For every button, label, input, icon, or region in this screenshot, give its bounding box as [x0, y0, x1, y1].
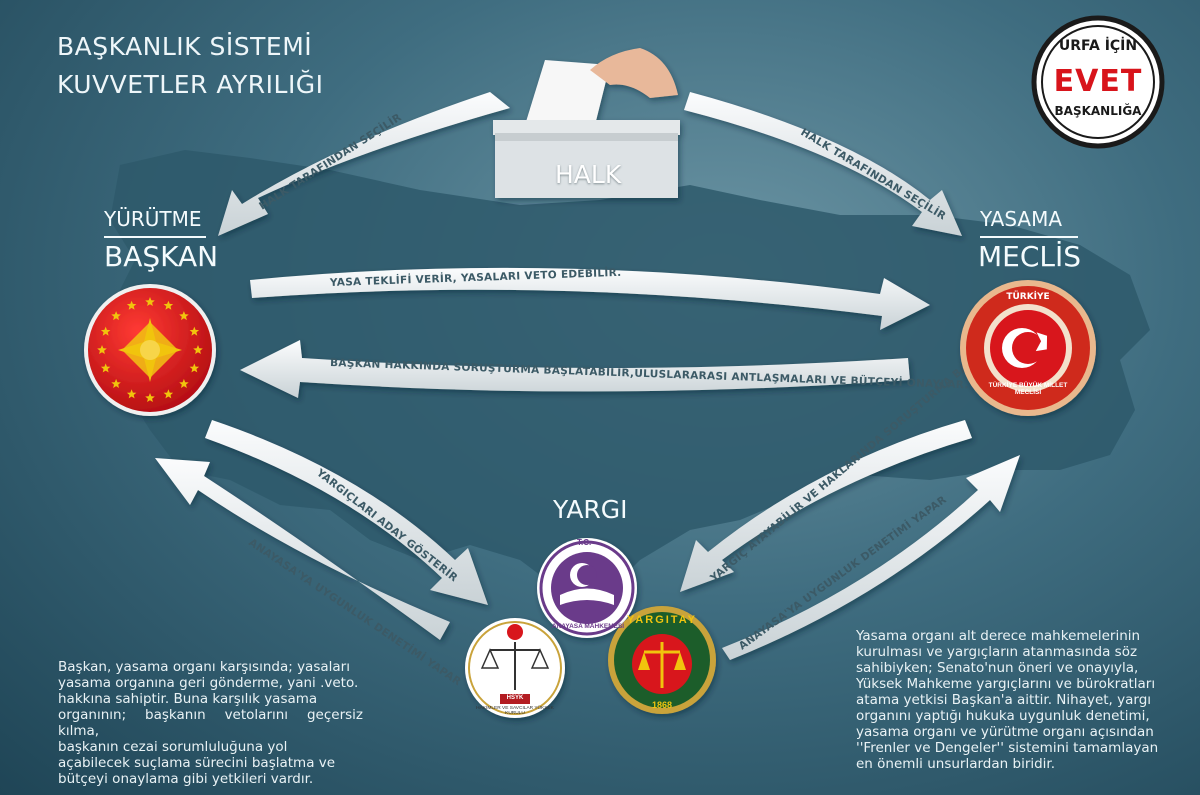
arrow-meclis-to-yargi	[680, 420, 972, 592]
seal-star-icon	[97, 345, 107, 354]
meclis-label: MECLİS	[978, 240, 1082, 273]
anayasa-mahkemesi-seal	[537, 538, 637, 638]
yasama-label: YASAMA	[980, 207, 1063, 231]
left-paragraph-line: organının; başkanın vetolarını geçersiz …	[58, 707, 363, 739]
baskan-label: BAŞKAN	[104, 240, 219, 273]
right-paragraph-line: ''Frenler ve Dengeler'' sistemini tamaml…	[856, 740, 1159, 756]
presidential-seal	[84, 284, 216, 416]
seal-star-icon	[126, 389, 137, 399]
hsyk-seal-badge: HSYK	[506, 695, 524, 701]
label-halk-to-meclis: HALK TARAFINDAN SEÇİLİR	[798, 125, 949, 223]
stamp-bottom-text: BAŞKANLIĞA	[1054, 104, 1142, 118]
yargitay-seal	[608, 606, 716, 714]
seal-star-icon	[145, 297, 155, 306]
tbmm-seal-bottom-text: TÜRKİYE BÜYÜK MİLLET MECLİSİ	[988, 382, 1068, 396]
left-paragraph-line: Başkan, yasama organı karşısında; yasala…	[58, 659, 350, 675]
left-paragraph-line: bütçeyi onaylama gibi yetkileri vardır.	[58, 771, 314, 787]
right-paragraph-line: Yüksek Mahkeme yargıçlarını ve bürokratl…	[856, 676, 1156, 692]
hsyk-seal-bottom-text: HAKİMLER VE SAVCILAR YÜKSEK KURULU	[476, 706, 554, 716]
hsyk-seal	[465, 618, 565, 718]
seal-star-icon	[193, 345, 203, 354]
right-paragraph-line: yasama organı ve yürütme organı açısında…	[856, 724, 1154, 740]
left-paragraph-line: başkanın cezai sorumluluğuna yol	[58, 739, 288, 755]
ballot-box-icon	[493, 48, 680, 198]
seal-star-icon	[100, 326, 111, 336]
left-paragraph-line: yasama organına geri gönderme, yani .vet…	[58, 675, 359, 691]
yargi-label: YARGI	[553, 495, 628, 524]
right-paragraph-line: atama yetkisi Başkan'a aittir. Nihayet, …	[856, 692, 1152, 708]
arrow-baskan-to-meclis	[250, 267, 930, 330]
left-paragraph-line: açabilecek suçlama sürecini başlatma ve	[58, 755, 336, 771]
seal-star-icon	[189, 363, 200, 373]
arrow-halk-to-baskan	[218, 92, 510, 236]
arrow-baskan-to-yargi	[205, 420, 488, 605]
stamp-top-text: URFA İÇİN	[1058, 38, 1138, 54]
seal-star-icon	[100, 363, 111, 373]
tbmm-seal: TÜRKİYE	[960, 280, 1096, 416]
yasama-underline	[980, 236, 1078, 238]
arrow-yargi-to-meclis	[722, 455, 1020, 660]
stamp-middle-text: EVET	[1053, 64, 1143, 99]
seal-star-icon	[126, 300, 137, 310]
anayasa-seal-top-text: T.C.	[577, 538, 592, 547]
seal-star-icon	[189, 326, 200, 336]
seal-star-icon	[179, 311, 189, 321]
arrow-halk-to-meclis	[684, 92, 962, 236]
right-paragraph-line: en önemli unsurlardan biridir.	[856, 756, 1056, 772]
seal-star-icon	[145, 393, 155, 402]
seal-star-icon	[163, 300, 174, 310]
seal-star-icon	[163, 389, 174, 399]
halk-label: HALK	[555, 160, 622, 189]
yurutme-label: YÜRÜTME	[104, 207, 202, 231]
right-paragraph-line: kurulması ve yargıçların atanmasında söz	[856, 644, 1138, 660]
left-paragraph: Başkan, yasama organı karşısında; yasala…	[58, 659, 363, 787]
right-paragraph-line: organını yaptığı hukuka uygunluk denetim…	[856, 708, 1150, 724]
seal-star-icon	[111, 311, 121, 321]
yurutme-underline	[104, 236, 206, 238]
evet-stamp	[1031, 15, 1165, 149]
seal-star-icon	[111, 378, 121, 388]
right-paragraph-line: Yasama organı alt derece mahkemelerinin	[856, 628, 1141, 644]
left-paragraph-line: hakkına sahiptir. Buna karşılık yasama	[58, 691, 318, 707]
title-line-2: KUVVETLER AYRILIĞI	[57, 70, 324, 99]
anayasa-seal-bottom-text: ANAYASA MAHKEMESİ	[551, 623, 625, 630]
arrow-meclis-to-baskan	[240, 340, 910, 398]
right-paragraph-line: sahibiyken; Senato'nun öneri ve onayıyla…	[856, 660, 1139, 676]
seal-star-icon	[179, 378, 189, 388]
arrow-yargi-to-baskan	[155, 458, 450, 640]
yargitay-seal-year: 1868	[651, 700, 673, 710]
tbmm-seal-text: TÜRKİYE	[1006, 291, 1049, 302]
yargitay-seal-text: YARGITAY	[626, 614, 697, 626]
title-line-1: BAŞKANLIK SİSTEMİ	[57, 32, 313, 61]
